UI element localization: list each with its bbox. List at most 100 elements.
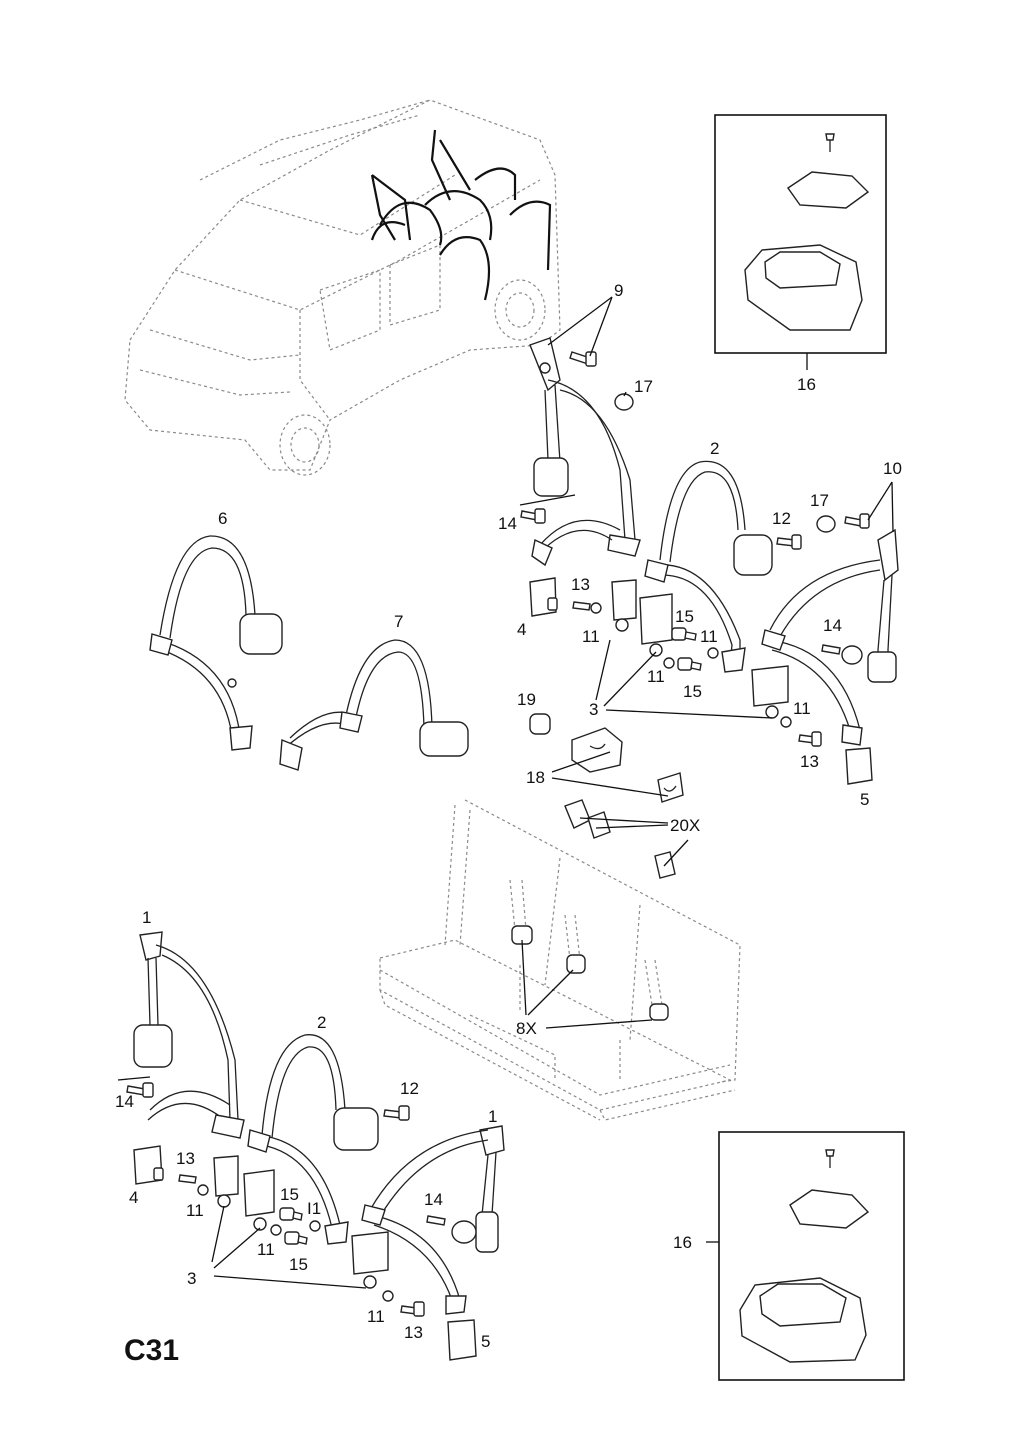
label-14: 14 [424,1190,443,1209]
label-11: 11 [793,699,811,718]
bolt-13d [400,1301,425,1317]
label-11: 11 [582,627,600,646]
bolt-14d [426,1215,477,1244]
clip-20x-a [564,799,591,829]
buckle-4a [529,577,558,617]
bolt-13a [572,601,602,614]
label-3: 3 [187,1269,196,1288]
bolt-13b [798,731,822,747]
label-20x: 20X [670,816,700,835]
label-7: 7 [394,612,403,631]
label-11: 11 [647,667,665,686]
belt-1-lower-right [361,1125,505,1315]
label-13: 13 [800,752,819,771]
label-9: 9 [614,281,623,300]
holder-18a [571,727,623,773]
buckle-4b [133,1145,164,1185]
label-12: 12 [400,1079,419,1098]
leader-lines [117,296,894,1289]
belt-6 [149,535,283,751]
label-12: 12 [772,509,791,528]
clip-20x-b [587,811,611,839]
buckle-center-a [611,579,637,632]
bolt-13c [178,1174,209,1196]
cap-17a [614,393,634,411]
washer-11d [780,716,792,728]
bolt-12a [776,534,802,550]
label-14: 14 [823,616,842,635]
label-11: I1 [307,1199,321,1218]
bolt-15a [671,627,697,641]
plug-19 [529,713,551,735]
bolt-14c [126,1082,154,1098]
label-17: 17 [810,491,829,510]
label-11: 11 [700,627,718,646]
bolt-14a [520,508,546,524]
label-2: 2 [317,1013,326,1032]
label-11: 11 [186,1201,204,1220]
buckle-right [751,665,789,719]
belt-7 [279,639,469,771]
vehicle-belt-highlight [370,129,552,301]
label-15: 15 [683,682,702,701]
label-5: 5 [481,1332,490,1351]
bolt-15c [279,1207,303,1221]
label-15: 15 [289,1255,308,1274]
label-2: 2 [710,439,719,458]
bolt-15b [677,657,702,671]
label-10: 10 [883,459,902,478]
inset-box-16-top [714,114,887,370]
rear-seat-frame [379,799,741,1121]
label-16: 16 [797,375,816,394]
bolt-12b [383,1105,410,1121]
label-4: 4 [517,620,526,639]
belt-1-lower-left [133,931,245,1139]
label-8x: 8X [516,1019,537,1038]
label-1: 1 [142,908,151,927]
holder-18b [657,772,684,803]
label-14: 14 [115,1092,134,1111]
label-17: 17 [634,377,653,396]
bolt-9 [569,351,597,367]
vehicle-outline [124,99,561,476]
bolt-14b [821,644,863,665]
cap-17b [816,515,836,533]
label-18: 18 [526,768,545,787]
buckle-lower-a [213,1155,239,1208]
buckle-lower-right [351,1231,389,1289]
label-15: 15 [675,607,694,626]
callout-labels: 9 17 2 10 17 12 14 6 7 13 4 11 15 11 11 … [115,281,902,1351]
label-13: 13 [176,1149,195,1168]
belt-2-lower [247,1034,379,1245]
belt-10-right [761,528,899,746]
label-13: 13 [571,575,590,594]
buckle-center-b [639,593,673,657]
bolt-10 [844,513,870,529]
belt-2-upper [644,460,773,673]
washer-11c [663,657,675,669]
buckle-lower-b [243,1169,275,1231]
washer-11f [309,1220,321,1232]
label-11: 11 [367,1307,385,1326]
bolt-15d [284,1231,308,1245]
label-11: 11 [257,1240,275,1259]
label-15: 15 [280,1185,299,1204]
label-16: 16 [673,1233,692,1252]
rear-seat-belts [509,879,669,1021]
label-13: 13 [404,1323,423,1342]
figure-code: C31 [124,1334,179,1367]
inset-box-16-bottom [706,1131,905,1381]
label-19: 19 [517,690,536,709]
washer-11g [270,1224,282,1236]
label-3: 3 [589,700,598,719]
label-14: 14 [498,514,517,533]
label-4: 4 [129,1188,138,1207]
buckle-5b [447,1319,477,1361]
front-belt-upper [529,337,641,567]
label-1: 1 [488,1107,497,1126]
label-6: 6 [218,509,227,528]
washer-11h [382,1290,394,1302]
buckle-5a [845,747,873,785]
label-5: 5 [860,790,869,809]
